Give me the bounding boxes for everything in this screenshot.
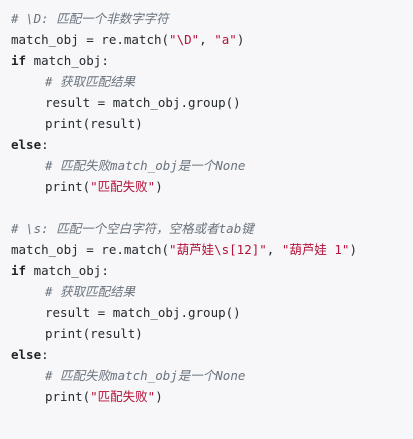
code-line: print("匹配失败")	[11, 386, 407, 407]
code-text: ,	[266, 242, 282, 257]
code-line: # 匹配失败match_obj是一个None	[11, 365, 407, 386]
code-line: # 匹配失败match_obj是一个None	[11, 155, 407, 176]
keyword: else	[11, 137, 42, 152]
code-comment: # \s: 匹配一个空白字符，空格或者tab键	[11, 221, 254, 236]
code-line: # \D: 匹配一个非数字字符	[11, 8, 407, 29]
code-text: result = match_obj.group()	[45, 305, 241, 320]
code-text: )	[155, 179, 163, 194]
code-text: )	[155, 389, 163, 404]
code-line: else:	[11, 134, 407, 155]
keyword: if	[11, 53, 27, 68]
escape-sequence: \s	[214, 242, 230, 257]
keyword: if	[11, 263, 27, 278]
code-text: :	[41, 137, 49, 152]
string-literal: [12]"	[229, 242, 267, 257]
string-literal: "匹配失败"	[90, 179, 156, 194]
code-line: # 获取匹配结果	[11, 71, 407, 92]
code-comment: # 匹配失败match_obj是一个None	[45, 158, 246, 173]
code-line: # \s: 匹配一个空白字符，空格或者tab键	[11, 218, 407, 239]
string-literal: "葫芦娃 1"	[281, 242, 350, 257]
code-line: # 获取匹配结果	[11, 281, 407, 302]
string-literal: "	[191, 32, 200, 47]
code-text: :	[41, 347, 49, 362]
code-line: result = match_obj.group()	[11, 302, 407, 323]
code-line: print(result)	[11, 113, 407, 134]
code-text: ,	[199, 32, 215, 47]
code-text: print(	[45, 179, 91, 194]
string-literal: "葫芦娃	[169, 242, 215, 257]
blank-line	[11, 197, 407, 218]
code-text: match_obj = re.match(	[11, 32, 170, 47]
code-text: print(result)	[45, 116, 143, 131]
code-comment: # 匹配失败match_obj是一个None	[45, 368, 246, 383]
keyword: else	[11, 347, 42, 362]
code-line: if match_obj:	[11, 50, 407, 71]
escape-sequence: \D	[176, 32, 192, 47]
code-text: )	[236, 32, 245, 47]
code-line: match_obj = re.match("\D", "a")	[11, 29, 407, 50]
code-comment: # \D: 匹配一个非数字字符	[11, 11, 169, 26]
string-literal: "a"	[214, 32, 237, 47]
code-comment: # 获取匹配结果	[45, 74, 136, 89]
code-text: print(	[45, 389, 91, 404]
code-line: print("匹配失败")	[11, 176, 407, 197]
code-text: result = match_obj.group()	[45, 95, 241, 110]
code-text: match_obj:	[26, 53, 109, 68]
code-line: print(result)	[11, 323, 407, 344]
code-text: )	[349, 242, 357, 257]
code-line: else:	[11, 344, 407, 365]
string-literal: "	[169, 32, 177, 47]
code-text: match_obj = re.match(	[11, 242, 170, 257]
code-line: result = match_obj.group()	[11, 92, 407, 113]
code-line: match_obj = re.match("葫芦娃\s[12]", "葫芦娃 1…	[11, 239, 407, 260]
code-text: match_obj:	[26, 263, 109, 278]
code-comment: # 获取匹配结果	[45, 284, 136, 299]
string-literal: "匹配失败"	[90, 389, 156, 404]
code-text: print(result)	[45, 326, 143, 341]
code-line: if match_obj:	[11, 260, 407, 281]
